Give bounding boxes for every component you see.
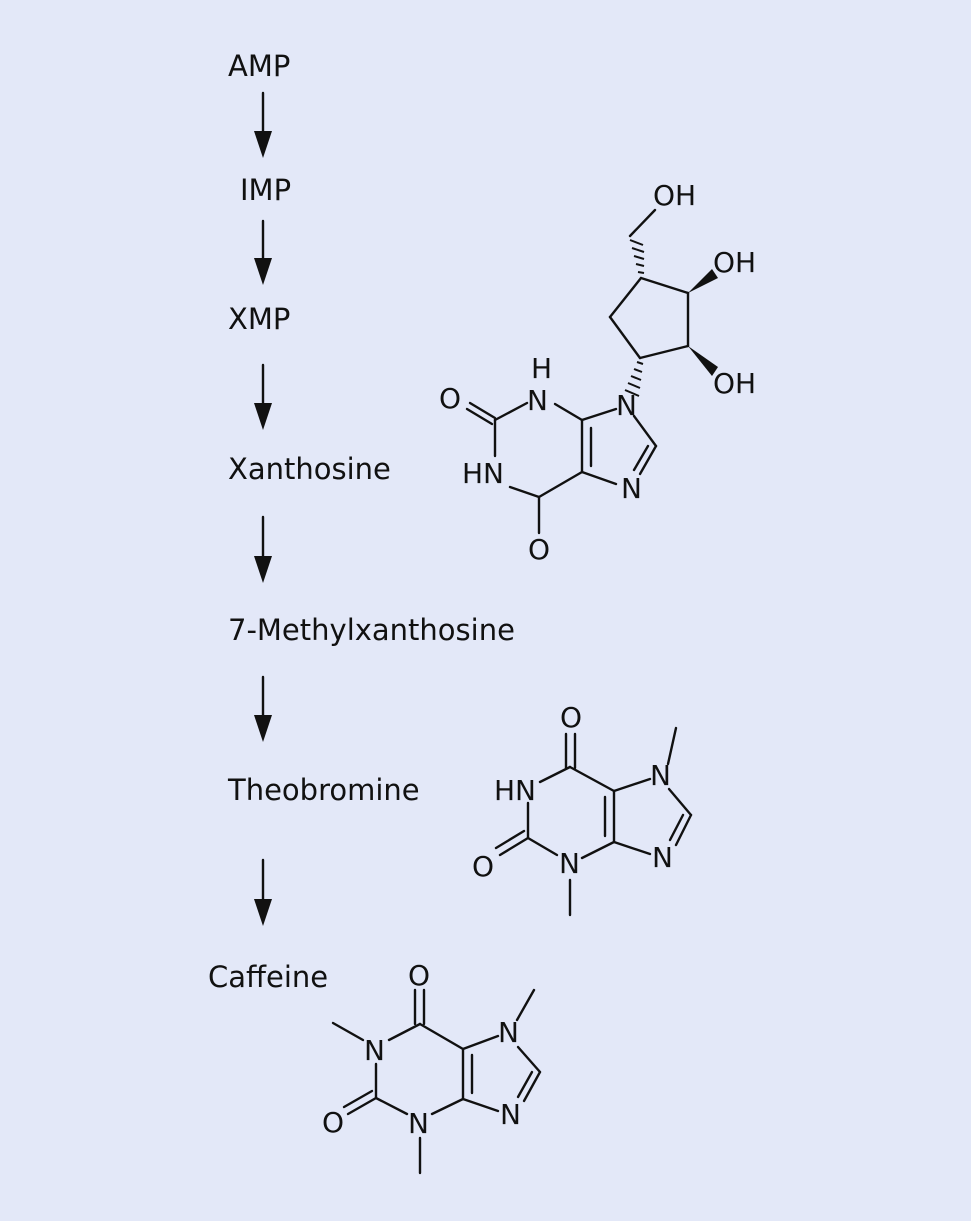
arrow-theobromine-to-caffeine: [254, 858, 272, 926]
step-7-methylxanthosine: 7-Methylxanthosine: [228, 613, 515, 647]
step-xanthosine: Xanthosine: [228, 452, 391, 486]
step-xmp: XMP: [228, 302, 291, 336]
step-amp: AMP: [228, 49, 291, 83]
caffeine-bonds: [331, 988, 542, 1175]
arrow-imp-to-xmp: [254, 219, 272, 285]
caffeine-o-2: O: [322, 1106, 344, 1139]
theobromine-bonds: [494, 726, 693, 917]
xanthosine-h-3: H: [531, 352, 552, 385]
caffeine-n-7: N: [498, 1016, 519, 1049]
caffeine-n-3: N: [408, 1107, 429, 1140]
step-imp: IMP: [240, 173, 292, 207]
xanthosine-n-9: N: [616, 389, 637, 422]
xanthosine-n-7: N: [621, 472, 642, 505]
arrow-xmp-to-xanthosine: [254, 363, 272, 430]
theobromine-o-2: O: [472, 850, 494, 883]
caffeine-n-1: N: [364, 1034, 385, 1067]
xanthosine-oh-ch2: OH: [653, 179, 696, 212]
theobromine-n-7: N: [650, 759, 671, 792]
xanthosine-n-3: N: [527, 384, 548, 417]
xanthosine-hn-1: HN: [462, 457, 504, 490]
theobromine-n-3: N: [559, 847, 580, 880]
theobromine-hn-1: HN: [494, 774, 536, 807]
xanthosine-bonds: [465, 208, 690, 535]
xanthosine-o-6: O: [528, 533, 550, 566]
xanthosine-oh-2: OH: [713, 367, 756, 400]
theobromine-n-9: N: [652, 841, 673, 874]
xanthosine-o-2: O: [439, 382, 461, 415]
theobromine-o-6: O: [560, 701, 582, 734]
arrow-xanthosine-to-methylxanthosine: [254, 515, 272, 583]
caffeine-o-6: O: [408, 959, 430, 992]
caffeine-n-9: N: [500, 1098, 521, 1131]
arrow-amp-to-imp: [254, 91, 272, 158]
step-theobromine: Theobromine: [228, 773, 420, 807]
xanthosine-oh-3: OH: [713, 246, 756, 279]
step-caffeine: Caffeine: [208, 960, 329, 994]
xanthosine-hash-bonds: [624, 239, 718, 397]
arrow-methylxanthosine-to-theobromine: [254, 675, 272, 742]
